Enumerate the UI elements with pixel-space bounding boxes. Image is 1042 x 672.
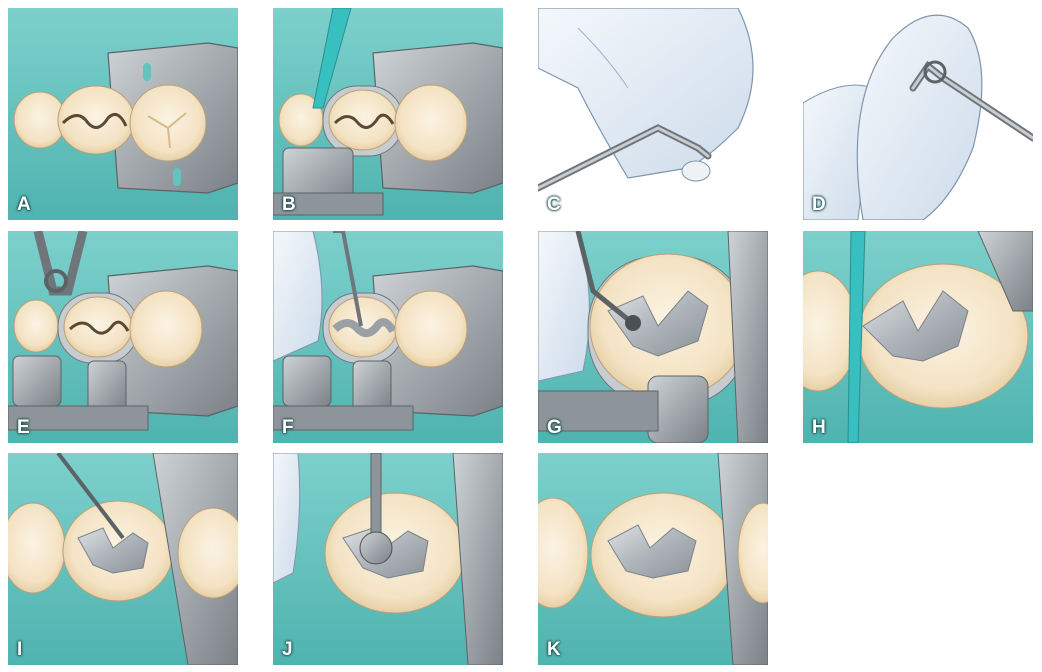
panel-f-illustration <box>273 231 503 443</box>
panel-label: K <box>547 639 561 660</box>
panel-g: G <box>538 231 768 443</box>
panel-label: E <box>17 417 30 438</box>
panel-label: F <box>282 417 294 438</box>
panel-d: D <box>803 8 1033 220</box>
panel-a-illustration <box>8 8 238 220</box>
panel-h: H <box>803 231 1033 443</box>
panel-label: B <box>282 194 296 215</box>
panel-label: D <box>812 194 826 215</box>
panel-label: I <box>17 639 23 660</box>
panel-j-illustration <box>273 453 503 665</box>
panel-e: E <box>8 231 238 443</box>
panel-k: K <box>538 453 768 665</box>
panel-j: J <box>273 453 503 665</box>
panel-label: J <box>282 639 293 660</box>
panel-e-illustration <box>8 231 238 443</box>
panel-label: A <box>17 194 31 215</box>
panel-label: G <box>547 417 562 438</box>
panel-g-illustration <box>538 231 768 443</box>
panel-c-illustration <box>538 8 768 220</box>
panel-i-illustration <box>8 453 238 665</box>
panel-k-illustration <box>538 453 768 665</box>
panel-i: I <box>8 453 238 665</box>
panel-b-illustration <box>273 8 503 220</box>
panel-b: B <box>273 8 503 220</box>
panel-h-illustration <box>803 231 1033 443</box>
panel-label: C <box>547 194 561 215</box>
panel-label: H <box>812 417 826 438</box>
panel-a: A <box>8 8 238 220</box>
panel-d-illustration <box>803 8 1033 220</box>
panel-f: F <box>273 231 503 443</box>
panel-c: C <box>538 8 768 220</box>
